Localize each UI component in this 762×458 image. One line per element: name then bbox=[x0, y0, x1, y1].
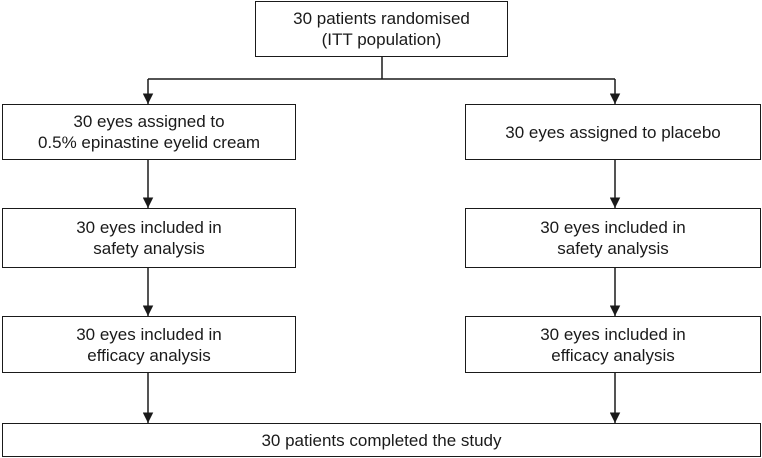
randomised-box: 30 patients randomised (ITT population) bbox=[255, 1, 508, 57]
right-assigned-line1: 30 eyes assigned to placebo bbox=[505, 122, 721, 142]
left-efficacy-line1: 30 eyes included in bbox=[76, 324, 222, 344]
left-safety-line2: safety analysis bbox=[93, 239, 205, 258]
completed-box: 30 patients completed the study bbox=[2, 423, 761, 457]
left-efficacy-box: 30 eyes included in efficacy analysis bbox=[2, 316, 296, 373]
randomised-line1: 30 patients randomised bbox=[293, 9, 470, 28]
right-safety-box: 30 eyes included in safety analysis bbox=[465, 208, 761, 268]
right-assigned-box: 30 eyes assigned to placebo bbox=[465, 104, 761, 160]
right-efficacy-line2: efficacy analysis bbox=[551, 345, 675, 365]
left-safety-line1: 30 eyes included in bbox=[76, 218, 222, 237]
left-assigned-line2: 0.5% epinastine eyelid cream bbox=[37, 133, 261, 152]
left-safety-box: 30 eyes included in safety analysis bbox=[2, 208, 296, 268]
right-efficacy-box: 30 eyes included in efficacy analysis bbox=[465, 316, 761, 373]
randomised-line2: (ITT population) bbox=[321, 30, 442, 49]
completed-line1: 30 patients completed the study bbox=[261, 430, 502, 450]
right-safety-line1: 30 eyes included in bbox=[540, 218, 686, 237]
left-assigned-line1: 30 eyes assigned to bbox=[73, 112, 225, 131]
left-efficacy-line2: efficacy analysis bbox=[87, 345, 211, 365]
left-assigned-box: 30 eyes assigned to 0.5% epinastine eyel… bbox=[2, 104, 296, 160]
right-efficacy-line1: 30 eyes included in bbox=[540, 324, 686, 344]
right-safety-line2: safety analysis bbox=[557, 239, 669, 258]
